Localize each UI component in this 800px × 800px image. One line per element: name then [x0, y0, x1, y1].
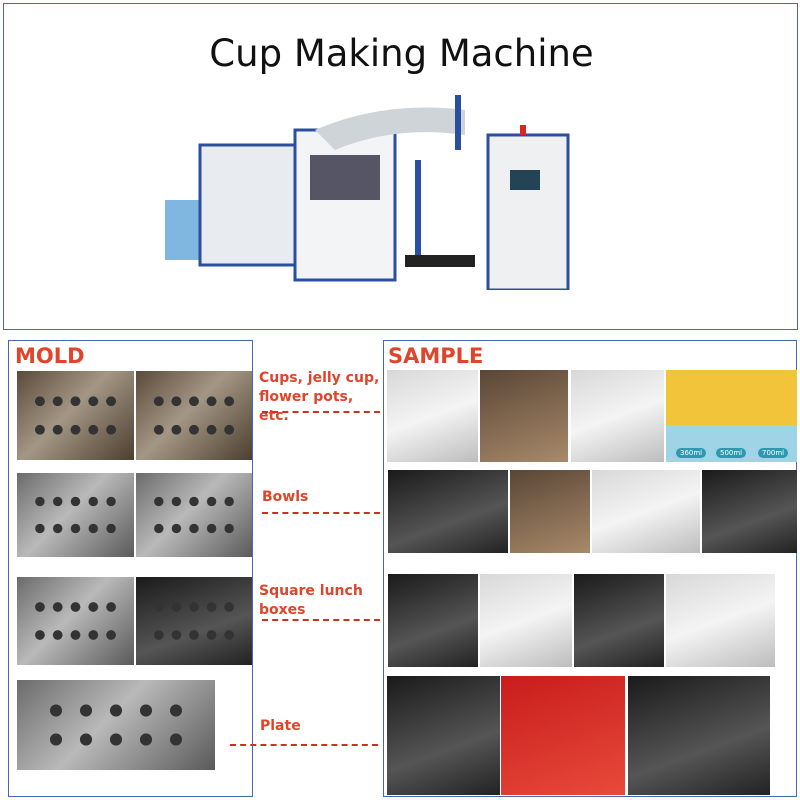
sample-heading: SAMPLE: [388, 344, 484, 368]
mold-panel: [8, 340, 253, 797]
product-label-cups: Cups, jelly cup, flower pots, etc.: [259, 370, 380, 424]
product-label-lunch-boxes: Square lunch boxes: [259, 583, 363, 618]
bowl-sample-image: [592, 470, 700, 553]
plate-sample-image: [387, 676, 500, 795]
bowl-mold-image: [17, 473, 134, 557]
lunch-box-sample-image: [480, 574, 572, 667]
lunch-box-sample-image: [574, 574, 664, 667]
page-title: Cup Making Machine: [209, 32, 594, 75]
sample-panel: [383, 340, 797, 797]
lunch-box-mold-image: [17, 577, 134, 665]
cup-mold-image: [17, 371, 134, 460]
plate-sample-image: [501, 676, 625, 795]
bowl-mold-image: [136, 473, 252, 557]
bowl-sample-image: [510, 470, 590, 553]
cup-sizes-sample-image: 360ml 500ml 700ml: [666, 370, 797, 462]
header-panel: Cup Making Machine: [3, 3, 798, 330]
cup-mold-image: [136, 371, 252, 460]
cup-size-label: 700ml: [758, 448, 789, 458]
cup-size-label: 360ml: [676, 448, 707, 458]
mold-heading: MOLD: [15, 344, 85, 368]
product-label-bowls: Bowls: [262, 489, 309, 505]
plate-mold-image: [17, 680, 215, 770]
drink-cup-sample-image: [571, 370, 664, 462]
plate-sample-image: [628, 676, 770, 795]
connector-line: [230, 744, 378, 746]
cup-size-label: 500ml: [716, 448, 747, 458]
product-label-plate: Plate: [260, 718, 301, 734]
connector-line: [262, 512, 380, 514]
connector-line: [262, 411, 380, 413]
lunch-box-sample-image: [666, 574, 775, 667]
jelly-cup-sample-image: [387, 370, 478, 462]
paper-cup-sample-image: [480, 370, 568, 462]
lunch-box-sample-image: [388, 574, 478, 667]
bowl-sample-image: [702, 470, 797, 553]
connector-line: [262, 619, 380, 621]
bowl-sample-image: [388, 470, 508, 553]
cup-making-machine-image: [165, 95, 570, 290]
lunch-box-mold-image: [136, 577, 252, 665]
